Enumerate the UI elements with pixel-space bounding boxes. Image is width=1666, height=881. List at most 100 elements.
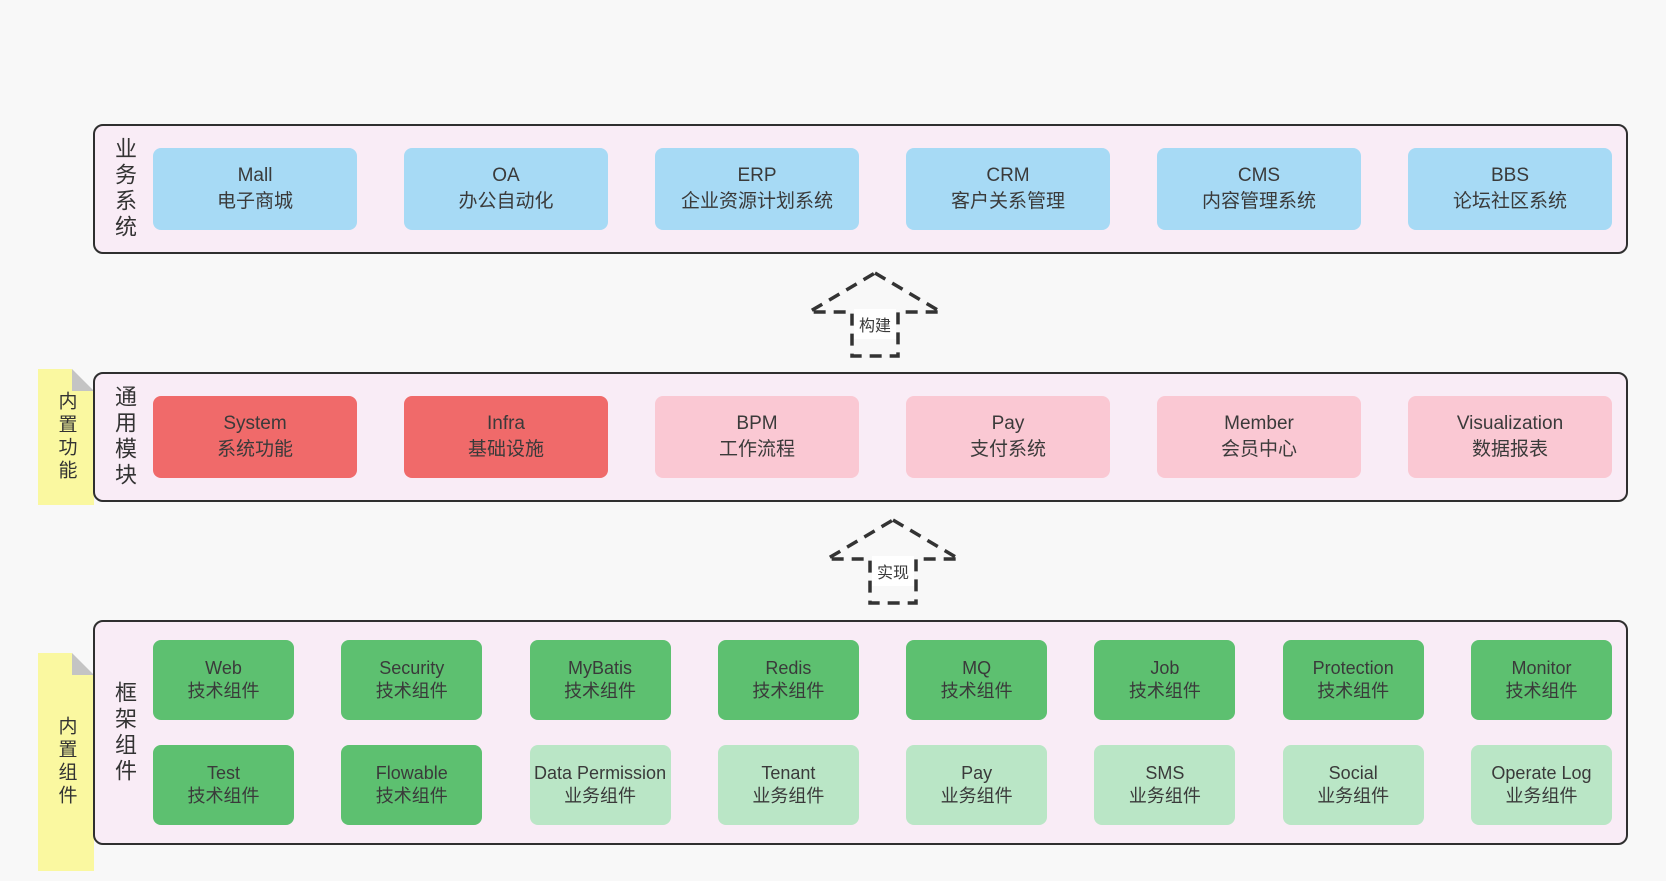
box-bbs: BBS 论坛社区系统 (1408, 148, 1612, 230)
box-subtitle: 技术组件 (1128, 681, 1201, 701)
box-mq-tech: MQ 技术组件 (906, 640, 1048, 720)
box-social-biz: Social 业务组件 (1282, 745, 1424, 825)
box-title: BPM (736, 413, 778, 434)
box-title: Protection (1312, 658, 1394, 678)
box-subtitle: 业务组件 (1317, 786, 1390, 806)
box-title: Pay (961, 763, 993, 783)
box-title: Flowable (375, 763, 448, 783)
box-title: ERP (737, 165, 777, 186)
box-data-permission-biz: Data Permission 业务组件 (529, 745, 671, 825)
box-title: BBS (1490, 165, 1530, 186)
box-mall: Mall 电子商城 (153, 148, 357, 230)
box-test-tech: Test 技术组件 (153, 745, 294, 825)
arrow-implement: 实现 (825, 518, 961, 606)
box-title: Social (1328, 763, 1378, 783)
box-subtitle: 企业资源计划系统 (680, 191, 833, 212)
box-title: Infra (486, 413, 526, 434)
box-subtitle: 业务组件 (1505, 786, 1578, 806)
box-title: System (223, 413, 287, 434)
box-title: OA (492, 165, 520, 186)
sticky-note-label: 内置功能 (55, 391, 77, 483)
box-title: Pay (991, 413, 1025, 434)
dashed-up-arrow-icon (807, 271, 943, 358)
framework-components-row-1: Web 技术组件 Security 技术组件 MyBatis 技术组件 Redi… (153, 640, 1612, 720)
box-pay: Pay 支付系统 (906, 396, 1110, 478)
sticky-note-builtin-features: 内置功能 (38, 369, 94, 505)
box-title: Operate Log (1491, 763, 1592, 783)
box-bpm: BPM 工作流程 (655, 396, 859, 478)
box-title: Web (205, 658, 242, 678)
box-subtitle: 客户关系管理 (950, 191, 1065, 212)
box-subtitle: 业务组件 (940, 786, 1013, 806)
box-subtitle: 工作流程 (718, 439, 795, 460)
box-subtitle: 技术组件 (564, 681, 637, 701)
box-erp: ERP 企业资源计划系统 (655, 148, 859, 230)
box-title: Visualization (1456, 413, 1564, 434)
box-subtitle: 论坛社区系统 (1452, 191, 1567, 212)
box-title: Redis (765, 658, 812, 678)
layer-business-systems: 业务系统 Mall 电子商城 OA 办公自动化 ERP 企业资源计划系统 CRM (93, 124, 1628, 254)
box-subtitle: 会员中心 (1220, 439, 1297, 460)
box-title: Mall (237, 165, 273, 186)
box-title: Test (206, 763, 240, 783)
sticky-note-builtin-components: 内置组件 (38, 653, 94, 871)
box-operate-log-biz: Operate Log 业务组件 (1470, 745, 1612, 825)
arrow-build: 构建 (807, 271, 943, 359)
box-member: Member 会员中心 (1157, 396, 1361, 478)
box-tenant-biz: Tenant 业务组件 (717, 745, 859, 825)
box-security-tech: Security 技术组件 (341, 640, 483, 720)
box-title: Data Permission (534, 763, 667, 783)
box-subtitle: 技术组件 (375, 786, 448, 806)
sticky-note-label: 内置组件 (55, 716, 77, 808)
box-subtitle: 技术组件 (187, 786, 260, 806)
box-job-tech: Job 技术组件 (1094, 640, 1236, 720)
box-subtitle: 电子商城 (216, 191, 293, 212)
box-sms-biz: SMS 业务组件 (1094, 745, 1236, 825)
box-redis-tech: Redis 技术组件 (717, 640, 859, 720)
box-subtitle: 技术组件 (940, 681, 1013, 701)
box-pay-biz: Pay 业务组件 (906, 745, 1048, 825)
box-title: CRM (986, 165, 1030, 186)
box-subtitle: 技术组件 (1505, 681, 1578, 701)
box-subtitle: 业务组件 (564, 786, 637, 806)
box-mybatis-tech: MyBatis 技术组件 (529, 640, 671, 720)
box-flowable-tech: Flowable 技术组件 (341, 745, 483, 825)
box-title: Job (1150, 658, 1180, 678)
box-title: Member (1224, 413, 1294, 434)
box-subtitle: 技术组件 (375, 681, 448, 701)
note-fold-icon (72, 369, 94, 391)
box-crm: CRM 客户关系管理 (906, 148, 1110, 230)
box-visualization: Visualization 数据报表 (1408, 396, 1612, 478)
layer-common-modules: 通用模块 System 系统功能 Infra 基础设施 BPM 工作流程 Pay (93, 372, 1628, 502)
box-subtitle: 技术组件 (187, 681, 260, 701)
box-subtitle: 技术组件 (752, 681, 825, 701)
box-subtitle: 基础设施 (467, 439, 544, 460)
box-title: SMS (1145, 763, 1185, 783)
box-system: System 系统功能 (153, 396, 357, 478)
box-subtitle: 系统功能 (216, 439, 293, 460)
box-infra: Infra 基础设施 (404, 396, 608, 478)
box-title: Security (379, 658, 445, 678)
arrow-build-label: 构建 (853, 309, 897, 339)
arrow-implement-label: 实现 (871, 556, 915, 586)
box-title: CMS (1237, 165, 1281, 186)
box-title: Monitor (1511, 658, 1572, 678)
box-web-tech: Web 技术组件 (153, 640, 294, 720)
box-cms: CMS 内容管理系统 (1157, 148, 1361, 230)
box-subtitle: 支付系统 (969, 439, 1046, 460)
box-subtitle: 技术组件 (1317, 681, 1390, 701)
box-monitor-tech: Monitor 技术组件 (1470, 640, 1612, 720)
common-modules-row: System 系统功能 Infra 基础设施 BPM 工作流程 Pay 支付系统… (153, 396, 1612, 478)
box-oa: OA 办公自动化 (404, 148, 608, 230)
box-subtitle: 内容管理系统 (1201, 191, 1316, 212)
layer-label-framework-components: 框架组件 (112, 680, 137, 785)
box-subtitle: 数据报表 (1471, 439, 1548, 460)
layer-framework-components: 框架组件 Web 技术组件 Security 技术组件 MyBatis 技术组件… (93, 620, 1628, 845)
box-subtitle: 业务组件 (1128, 786, 1201, 806)
business-systems-row: Mall 电子商城 OA 办公自动化 ERP 企业资源计划系统 CRM 客户关系… (153, 148, 1612, 230)
box-subtitle: 业务组件 (752, 786, 825, 806)
note-fold-icon (72, 653, 94, 675)
box-title: MQ (962, 658, 992, 678)
dashed-up-arrow-icon (825, 518, 961, 605)
